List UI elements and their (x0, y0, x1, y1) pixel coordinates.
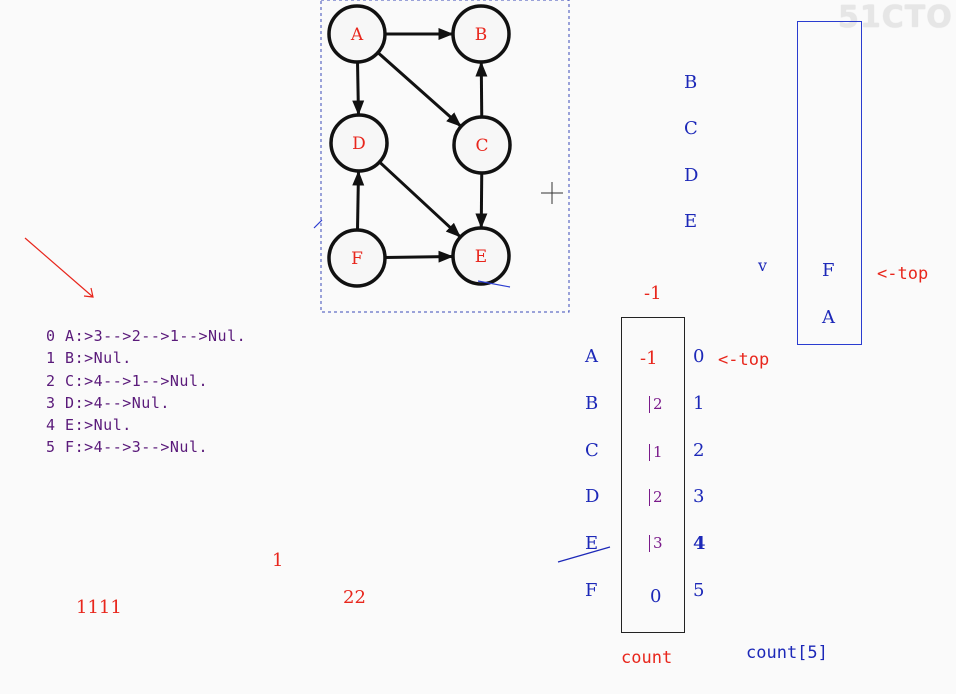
graph-edge-a-c (376, 51, 462, 127)
count-index: 5 (693, 580, 705, 601)
scratch-number: 1 (272, 550, 284, 571)
blue-scribble (477, 280, 511, 288)
count-row-label: A (585, 346, 598, 367)
stack-v-label: v (758, 256, 768, 275)
count-row-label: D (585, 486, 600, 507)
queue-letter: D (684, 165, 699, 186)
node-label: F (351, 249, 363, 269)
red-arrow-annotation (24, 237, 94, 298)
graph-node-a[interactable]: A (327, 4, 387, 64)
count-index: 2 (693, 440, 705, 461)
count-header-value: -1 (644, 283, 662, 304)
node-circle (327, 4, 387, 64)
count-index: 3 (693, 486, 705, 507)
node-circle (452, 115, 512, 175)
blue-scribble (313, 219, 323, 229)
graph-edge-f-e (384, 250, 454, 263)
stack-item: A (822, 307, 835, 328)
adjacency-row: 5 F:>4-->3-->Nul. (46, 438, 209, 456)
count-array-box (621, 317, 685, 633)
count-value: 2 (649, 489, 663, 506)
graph-node-d[interactable]: D (329, 113, 389, 173)
graph-edge-d-e (378, 160, 461, 238)
count-index: 4 (693, 533, 706, 554)
adjacency-row: 0 A:>3-->2-->1-->Nul. (46, 327, 247, 345)
graph-node-f[interactable]: F (327, 228, 387, 288)
stack-box (797, 21, 862, 345)
count-value: 0 (650, 586, 662, 607)
count-reference: count[5] (746, 643, 828, 663)
queue-letter: B (684, 72, 698, 93)
scratch-number: 1111 (76, 597, 122, 618)
count-caption: count (621, 648, 673, 668)
count-row-label: E (585, 533, 599, 554)
count-row-label: F (585, 580, 598, 601)
graph-edge-a-d (352, 61, 365, 116)
count-index: 0 (693, 346, 705, 367)
node-label: C (475, 136, 488, 156)
count-value: 3 (649, 535, 663, 552)
adjacency-row: 3 D:>4-->Nul. (46, 394, 170, 412)
queue-letter: C (684, 118, 698, 139)
adjacency-row: 2 C:>4-->1-->Nul. (46, 372, 209, 390)
node-circle (451, 226, 511, 286)
node-circle (451, 4, 511, 64)
watermark-logo: 51CTO (838, 0, 953, 35)
node-label: D (352, 134, 366, 154)
count-top-marker: <-top (718, 350, 770, 370)
scratch-number: 22 (343, 587, 366, 608)
selection-frame[interactable] (320, 0, 570, 313)
node-circle (329, 113, 389, 173)
count-index: 1 (693, 393, 705, 414)
node-label: B (475, 25, 488, 45)
graph-node-e[interactable]: E (451, 226, 511, 286)
blue-strike (557, 546, 611, 563)
graph-node-b[interactable]: B (451, 4, 511, 64)
node-circle (327, 228, 387, 288)
count-row-label: C (585, 440, 599, 461)
crosshair-cursor-icon (541, 182, 563, 204)
adjacency-row: 1 B:>Nul. (46, 349, 132, 367)
queue-letter: E (684, 211, 698, 232)
stack-item: F (822, 260, 835, 281)
graph-edge-f-d (352, 170, 365, 231)
count-row-label: B (585, 393, 599, 414)
count-value: 1 (649, 444, 663, 461)
graph-node-c[interactable]: C (452, 115, 512, 175)
node-label: A (350, 25, 364, 45)
count-value: 2 (649, 396, 663, 413)
node-label: E (475, 247, 487, 267)
count-value: -1 (640, 348, 658, 369)
stack-top-marker: <-top (877, 264, 929, 284)
adjacency-row: 4 E:>Nul. (46, 416, 132, 434)
